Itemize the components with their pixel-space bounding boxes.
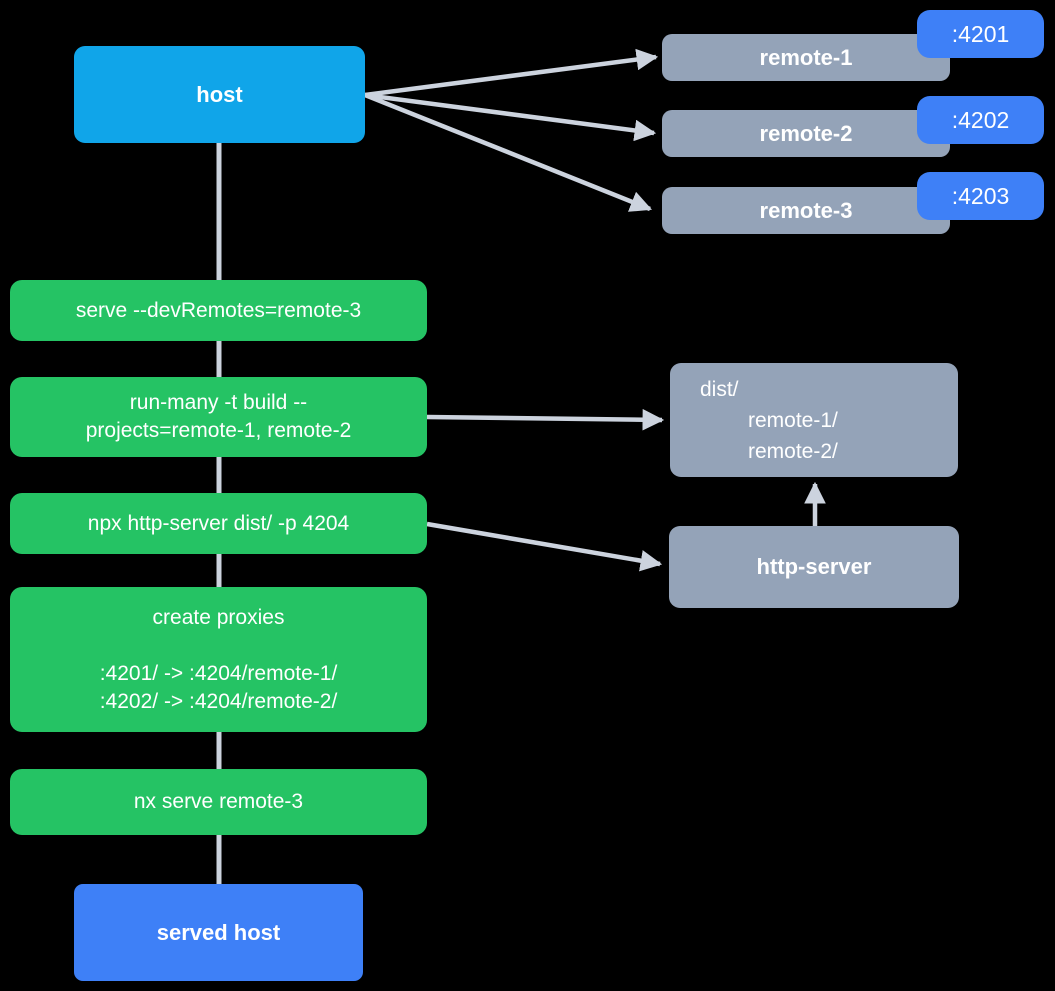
edge-host-to-remote-2 bbox=[364, 92, 657, 142]
edge-host-to-remote-1 bbox=[364, 48, 659, 98]
step-run-many-build-label: run-many -t build -- projects=remote-1, … bbox=[85, 391, 352, 442]
edge-http-server-cmd-to-http-server bbox=[426, 521, 663, 572]
node-host: host bbox=[74, 46, 365, 143]
step-create-proxies: create proxies :4201/ -> :4204/remote-1/… bbox=[10, 587, 427, 732]
node-dist-folder: dist/ remote-1/ remote-2/ bbox=[670, 363, 958, 477]
dist-folder-remote-2: remote-2/ bbox=[748, 440, 838, 463]
port-badge-4202-label: :4202 bbox=[951, 106, 1010, 133]
node-http-server: http-server bbox=[669, 526, 959, 608]
node-remote-3-label: remote-3 bbox=[759, 197, 853, 223]
step-serve-dev-remotes-label: serve --devRemotes=remote-3 bbox=[75, 298, 362, 322]
node-http-server-label: http-server bbox=[756, 554, 872, 579]
node-remote-2-label: remote-2 bbox=[759, 120, 853, 146]
port-badge-4203: :4203 bbox=[917, 172, 1044, 220]
step-run-many-build: run-many -t build -- projects=remote-1, … bbox=[10, 377, 427, 457]
edge-run-many-to-dist bbox=[426, 408, 665, 431]
step-create-proxies-label: create proxies :4201/ -> :4204/remote-1/… bbox=[99, 605, 338, 713]
port-badge-4201: :4201 bbox=[917, 10, 1044, 58]
node-remote-1: remote-1 bbox=[662, 34, 950, 81]
node-served-host: served host bbox=[74, 884, 363, 981]
dist-folder-remote-1: remote-1/ bbox=[748, 409, 838, 432]
step-npx-http-server: npx http-server dist/ -p 4204 bbox=[10, 493, 427, 554]
edge-host-to-remote-3 bbox=[364, 92, 653, 212]
node-remote-3: remote-3 bbox=[662, 187, 950, 234]
port-badge-4201-label: :4201 bbox=[951, 20, 1010, 47]
node-remote-2: remote-2 bbox=[662, 110, 950, 157]
step-npx-http-server-label: npx http-server dist/ -p 4204 bbox=[87, 511, 350, 535]
node-served-host-label: served host bbox=[156, 919, 281, 945]
node-remote-1-label: remote-1 bbox=[759, 44, 853, 70]
port-badge-4203-label: :4203 bbox=[951, 182, 1010, 209]
port-badge-4202: :4202 bbox=[917, 96, 1044, 144]
node-host-label: host bbox=[196, 81, 243, 107]
step-nx-serve-remote-3: nx serve remote-3 bbox=[10, 769, 427, 835]
step-serve-dev-remotes: serve --devRemotes=remote-3 bbox=[10, 280, 427, 341]
step-nx-serve-remote-3-label: nx serve remote-3 bbox=[133, 790, 304, 813]
dist-folder-title: dist/ bbox=[700, 378, 739, 401]
